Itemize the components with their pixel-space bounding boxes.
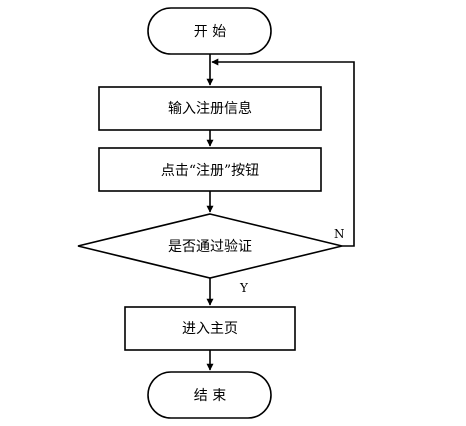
enter-home-node-label: 进入主页	[182, 321, 238, 337]
edge-yes-label: Y	[239, 281, 249, 295]
end-node-label: 结 束	[194, 388, 226, 404]
start-node-label: 开 始	[194, 24, 226, 40]
end-node: 结 束	[147, 371, 272, 419]
enter-home-node: 进入主页	[124, 306, 296, 351]
verification-decision-node: 是否通过验证	[77, 213, 343, 279]
click-register-node-label: 点击“注册”按钮	[161, 163, 259, 179]
start-node: 开 始	[147, 7, 272, 55]
click-register-node: 点击“注册”按钮	[98, 147, 322, 192]
input-info-node-label: 输入注册信息	[168, 100, 252, 117]
edge-no-label: N	[334, 227, 345, 241]
verification-decision-label: 是否通过验证	[168, 239, 252, 255]
input-info-node: 输入注册信息	[98, 86, 322, 131]
edge-decision-no-loop	[211, 58, 355, 247]
